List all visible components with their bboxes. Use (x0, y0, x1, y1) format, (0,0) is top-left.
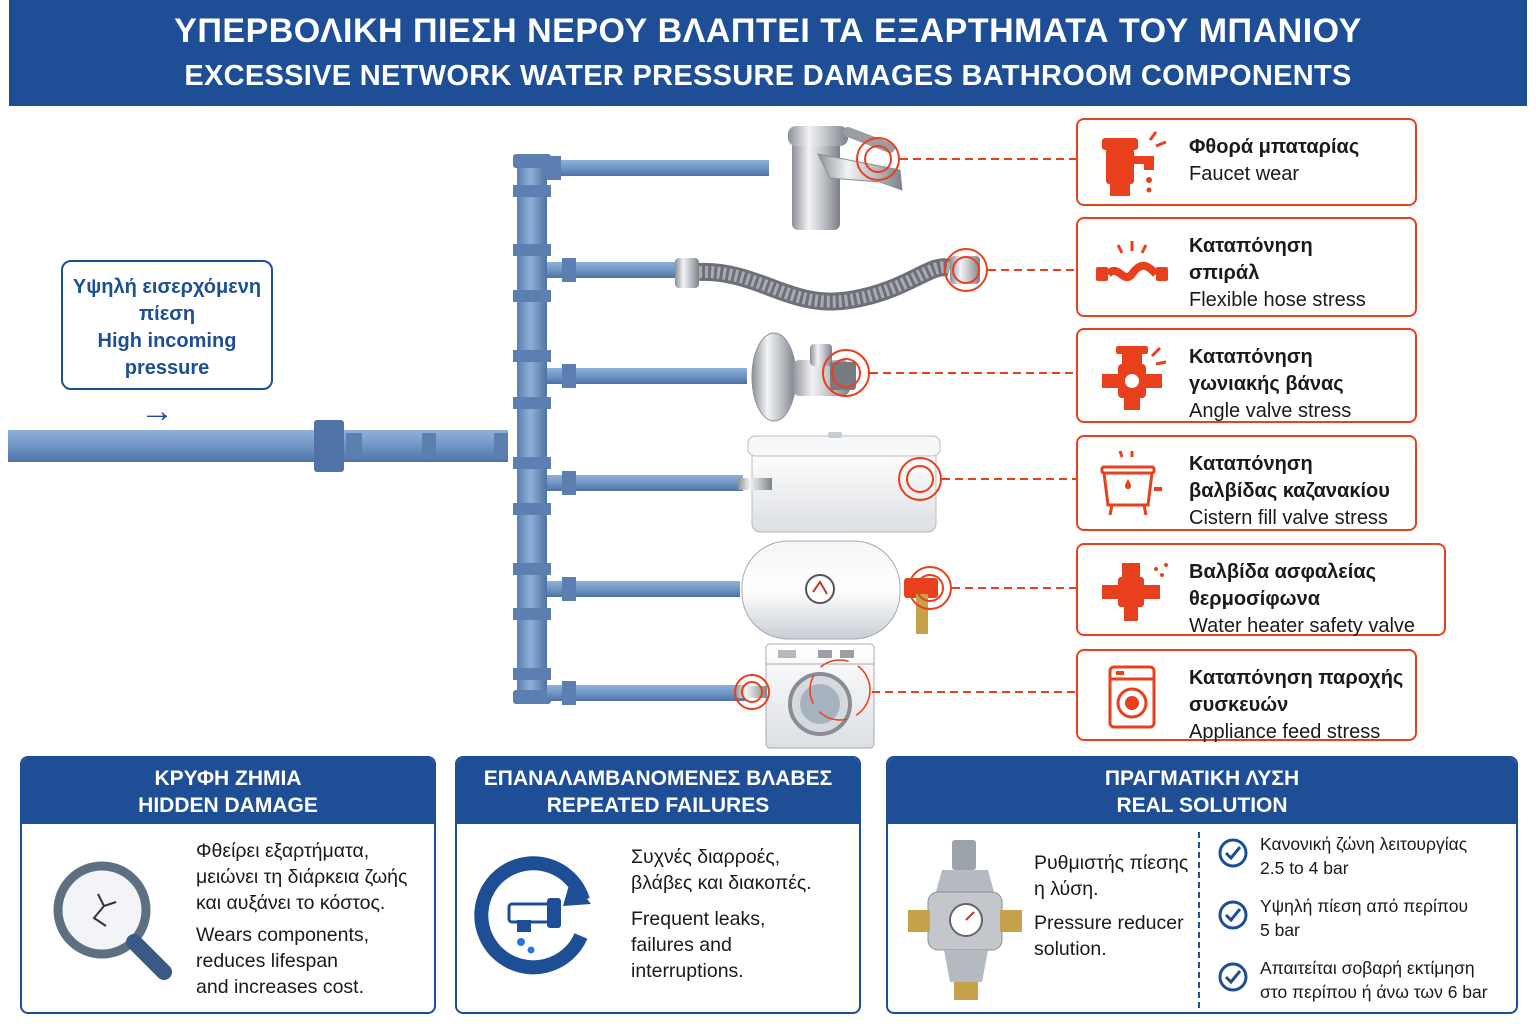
panel-repeated-header: ΕΠΑΝΑΛΑΜΒΑΝΟΜΕΝΕΣ ΒΛΑΒΕΣ REPEATED FAILUR… (457, 758, 859, 824)
pressure-reducer-icon (908, 840, 1022, 1000)
check-item-serious: Απαιτείται σοβαρή εκτίμηση στο περίπου ή… (1212, 956, 1512, 1018)
callout-en-line1: High incoming (97, 330, 237, 352)
callout-gr-line1: Υψηλή εισερχόμενη (72, 276, 262, 298)
flexible-hose (675, 248, 1076, 311)
issue-card-safety-valve: Βαλβίδα ασφαλείας θερμοσίφωνα Water heat… (1076, 543, 1446, 637)
pressure-checklist: Κανονική ζώνη λειτουργίας 2.5 to 4 bar Υ… (1212, 832, 1512, 1018)
hidden-gr-l1: Φθείρει εξαρτήματα, (196, 840, 370, 862)
issue-faucet-gr: Φθορά μπαταρίας (1189, 136, 1360, 158)
hidden-en-l1: Wears components, (196, 924, 370, 946)
solution-en-l1: Pressure reducer (1034, 912, 1184, 934)
callout-en-line2: pressure (124, 357, 210, 379)
magnifier-icon (53, 861, 172, 980)
incoming-pressure-callout: Υψηλή εισερχόμενη πίεση High incoming pr… (61, 260, 273, 390)
title-greek: ΥΠΕΡΒΟΛΙΚΗ ΠΙΕΣΗ ΝΕΡΟΥ ΒΛΑΠΤΕΙ ΤΑ ΕΞΑΡΤΗ… (174, 12, 1362, 50)
repeated-gr-l1: Συχνές διαρροές, (631, 846, 781, 868)
header-banner: ΥΠΕΡΒΟΛΙΚΗ ΠΙΕΣΗ ΝΕΡΟΥ ΒΛΑΠΤΕΙ ΤΑ ΕΞΑΡΤΗ… (9, 0, 1527, 106)
panel-hidden-header: ΚΡΥΦΗ ΖΗΜΙΑ HIDDEN DAMAGE (22, 758, 434, 824)
washing-machine-icon (1108, 665, 1156, 729)
check-item-high: Υψηλή πίεση από περίπου 5 bar (1212, 894, 1512, 956)
issue-card-hose: Καταπόνηση σπιράλ Flexible hose stress (1076, 217, 1417, 317)
title-english: EXCESSIVE NETWORK WATER PRESSURE DAMAGES… (184, 60, 1352, 92)
panel-repeated-title-en: REPEATED FAILURES (546, 794, 770, 817)
check-high-l2: 5 bar (1260, 920, 1300, 940)
panel-solution-header: ΠΡΑΓΜΑΤΙΚΗ ΛΥΣΗ REAL SOLUTION (888, 758, 1516, 824)
issue-appliance-gr1: Καταπόνηση παροχής (1189, 667, 1404, 689)
check-circle-icon (1218, 962, 1248, 992)
repeated-en-l2: failures and (631, 934, 732, 956)
check-circle-icon (1218, 838, 1248, 868)
hidden-en-l3: and increases cost. (196, 976, 365, 998)
issue-cistern-gr2: βαλβίδας καζανακίου (1189, 480, 1390, 502)
check-normal-l2: 2.5 to 4 bar (1260, 858, 1349, 878)
branch-pipes (545, 156, 769, 705)
issue-appliance-en: Appliance feed stress (1189, 721, 1381, 743)
angle-valve-icon (1102, 346, 1167, 410)
issue-safety-en: Water heater safety valve (1189, 615, 1416, 637)
solution-gr-l2: η λύση. (1034, 878, 1099, 900)
issue-angle-en: Angle valve stress (1189, 400, 1352, 422)
faucet-icon (1102, 131, 1167, 196)
panel-repeated-title-gr: ΕΠΑΝΑΛΑΜΒΑΝΟΜΕΝΕΣ ΒΛΑΒΕΣ (483, 767, 833, 790)
issue-card-faucet: Φθορά μπαταρίας Faucet wear (1076, 118, 1417, 206)
issue-faucet-en: Faucet wear (1189, 163, 1300, 185)
cistern-icon (1100, 450, 1162, 516)
panel-solution-title-en: REAL SOLUTION (1116, 794, 1288, 817)
panel-real-solution: ΠΡΑΓΜΑΤΙΚΗ ΛΥΣΗ REAL SOLUTION Ρυθμιστής … (886, 756, 1518, 1014)
hidden-en-l2: reduces lifespan (196, 950, 339, 972)
panel-hidden-title-gr: ΚΡΥΦΗ ΖΗΜΙΑ (154, 767, 302, 790)
faucet-fixture (788, 126, 1076, 230)
manifold-pipe (513, 154, 551, 704)
issue-hose-en: Flexible hose stress (1189, 289, 1366, 311)
hose-icon (1096, 241, 1168, 282)
issue-safety-gr1: Βαλβίδα ασφαλείας (1189, 561, 1377, 583)
cistern-tank (738, 432, 1076, 533)
repeated-en-l3: interruptions. (631, 960, 744, 982)
check-item-normal: Κανονική ζώνη λειτουργίας 2.5 to 4 bar (1212, 832, 1512, 894)
issue-safety-gr2: θερμοσίφωνα (1189, 588, 1320, 610)
panel-repeated-failures: ΕΠΑΝΑΛΑΜΒΑΝΟΜΕΝΕΣ ΒΛΑΒΕΣ REPEATED FAILUR… (455, 756, 861, 1014)
solution-en-l2: solution. (1034, 938, 1107, 960)
solution-divider (1198, 832, 1200, 1008)
repeat-cycle-icon (474, 856, 591, 975)
issue-hose-gr1: Καταπόνηση (1189, 235, 1313, 257)
issue-angle-gr1: Καταπόνηση (1189, 346, 1313, 368)
issue-card-cistern: Καταπόνηση βαλβίδας καζανακίου Cistern f… (1076, 435, 1417, 531)
check-circle-icon (1218, 900, 1248, 930)
issue-angle-gr2: γωνιακής βάνας (1189, 373, 1344, 395)
issue-hose-gr2: σπιράλ (1189, 262, 1260, 284)
check-normal-l1: Κανονική ζώνη λειτουργίας (1260, 834, 1468, 854)
repeated-en-l1: Frequent leaks, (631, 908, 766, 930)
water-heater (741, 540, 1076, 640)
issue-card-appliance: Καταπόνηση παροχής συσκευών Appliance fe… (1076, 649, 1417, 743)
main-supply-pipe (8, 420, 508, 472)
washing-machine (734, 643, 1076, 749)
hidden-gr-l2: μειώνει τη διάρκεια ζωής (196, 866, 408, 888)
panel-hidden-damage: ΚΡΥΦΗ ΖΗΜΙΑ HIDDEN DAMAGE Φθείρει εξαρτή… (20, 756, 436, 1014)
solution-gr-l1: Ρυθμιστής πίεσης (1034, 852, 1189, 874)
panel-solution-title-gr: ΠΡΑΓΜΑΤΙΚΗ ΛΥΣΗ (1104, 767, 1300, 790)
repeated-gr-l2: βλάβες και διακοπές. (631, 872, 812, 894)
issue-cistern-en: Cistern fill valve stress (1189, 507, 1388, 529)
callout-gr-line2: πίεση (138, 303, 196, 325)
flow-arrow-icon: → (140, 392, 174, 430)
issue-appliance-gr2: συσκευών (1189, 694, 1289, 716)
check-serious-l2: στο περίπου ή άνω των 6 bar (1260, 982, 1488, 1002)
check-high-l1: Υψηλή πίεση από περίπου (1260, 896, 1469, 916)
angle-valve (751, 332, 1076, 422)
safety-valve-icon (1102, 563, 1168, 621)
issue-cistern-gr1: Καταπόνηση (1189, 453, 1313, 475)
issue-card-angle-valve: Καταπόνηση γωνιακής βάνας Angle valve st… (1076, 328, 1417, 423)
check-serious-l1: Απαιτείται σοβαρή εκτίμηση (1260, 958, 1475, 978)
hidden-gr-l3: και αυξάνει το κόστος. (196, 892, 386, 914)
panel-hidden-title-en: HIDDEN DAMAGE (138, 794, 318, 817)
